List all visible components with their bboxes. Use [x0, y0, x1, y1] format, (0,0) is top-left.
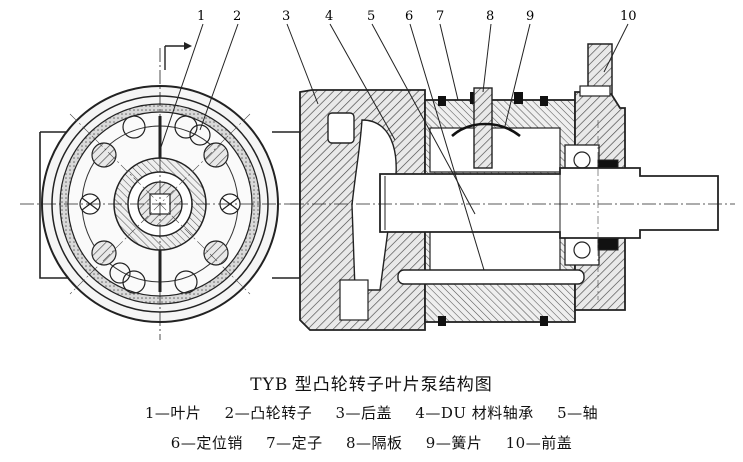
legend-item: 5—轴	[557, 404, 599, 422]
callout-8: 8	[486, 9, 494, 24]
legend-item: 4—DU 材料轴承	[415, 404, 534, 422]
diagram-title: TYB 型凸轮转子叶片泵结构图	[250, 375, 493, 395]
callout-6: 6	[405, 9, 413, 24]
callout-4: 4	[325, 9, 333, 24]
legend-item: 1—叶片	[144, 404, 202, 422]
callout-10: 10	[620, 9, 637, 24]
leader-lines	[159, 23, 629, 271]
section-view	[290, 43, 735, 331]
legend-item: 6—定位销	[170, 434, 243, 452]
end-view	[20, 42, 312, 340]
callout-7: 7	[436, 9, 444, 24]
callout-2: 2	[233, 9, 241, 24]
callout-9: 9	[526, 9, 534, 24]
legend-item: 10—前盖	[505, 434, 573, 452]
callout-1: 1	[197, 9, 205, 24]
legend-row-2: 6—定位销 7—定子 8—隔板 9—簧片 10—前盖	[0, 432, 743, 453]
legend-item: 2—凸轮转子	[224, 404, 313, 422]
legend-item: 8—隔板	[345, 434, 403, 452]
callout-5: 5	[367, 9, 375, 24]
legend-item: 9—簧片	[425, 434, 483, 452]
legend-item: 3—后盖	[335, 404, 393, 422]
callouts: 1 2 3 4 5 6 7 8 9 10	[197, 9, 637, 24]
legend-row-1: 1—叶片 2—凸轮转子 3—后盖 4—DU 材料轴承 5—轴	[0, 402, 743, 423]
callout-3: 3	[282, 9, 290, 24]
legend-item: 7—定子	[266, 434, 323, 452]
